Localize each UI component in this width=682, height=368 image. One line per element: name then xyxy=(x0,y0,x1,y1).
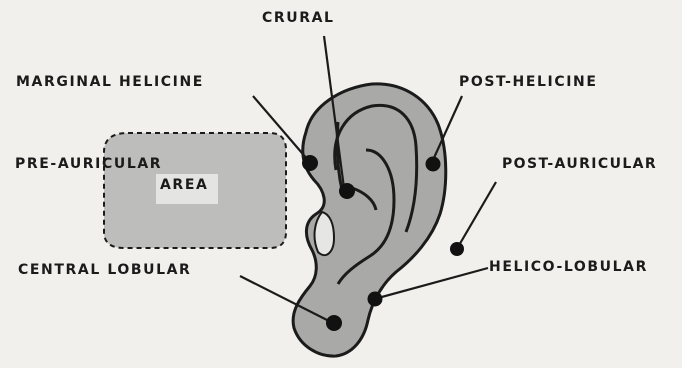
label-central-lobular: CENTRAL LOBULAR xyxy=(18,262,191,278)
point-post-auricular xyxy=(450,242,464,256)
tragus xyxy=(315,212,334,255)
label-post-auricular: POST-AURICULAR xyxy=(502,156,657,172)
point-helico-lobular xyxy=(368,292,383,307)
point-central-lobular xyxy=(326,315,342,331)
leader-post-auricular xyxy=(458,182,496,247)
point-marginal-helicine xyxy=(302,155,318,171)
label-marginal-helicine: MARGINAL HELICINE xyxy=(16,74,204,90)
label-helico-lobular: HELICO-LOBULAR xyxy=(489,259,648,275)
label-post-helicine: POST-HELICINE xyxy=(459,74,598,90)
label-pre-auricular: PRE-AURICULAR xyxy=(15,156,162,172)
label-crural: CRURAL xyxy=(262,10,335,26)
point-crural xyxy=(339,183,355,199)
label-pre-auricular-area: AREA xyxy=(160,177,208,193)
point-post-helicine xyxy=(426,157,441,172)
